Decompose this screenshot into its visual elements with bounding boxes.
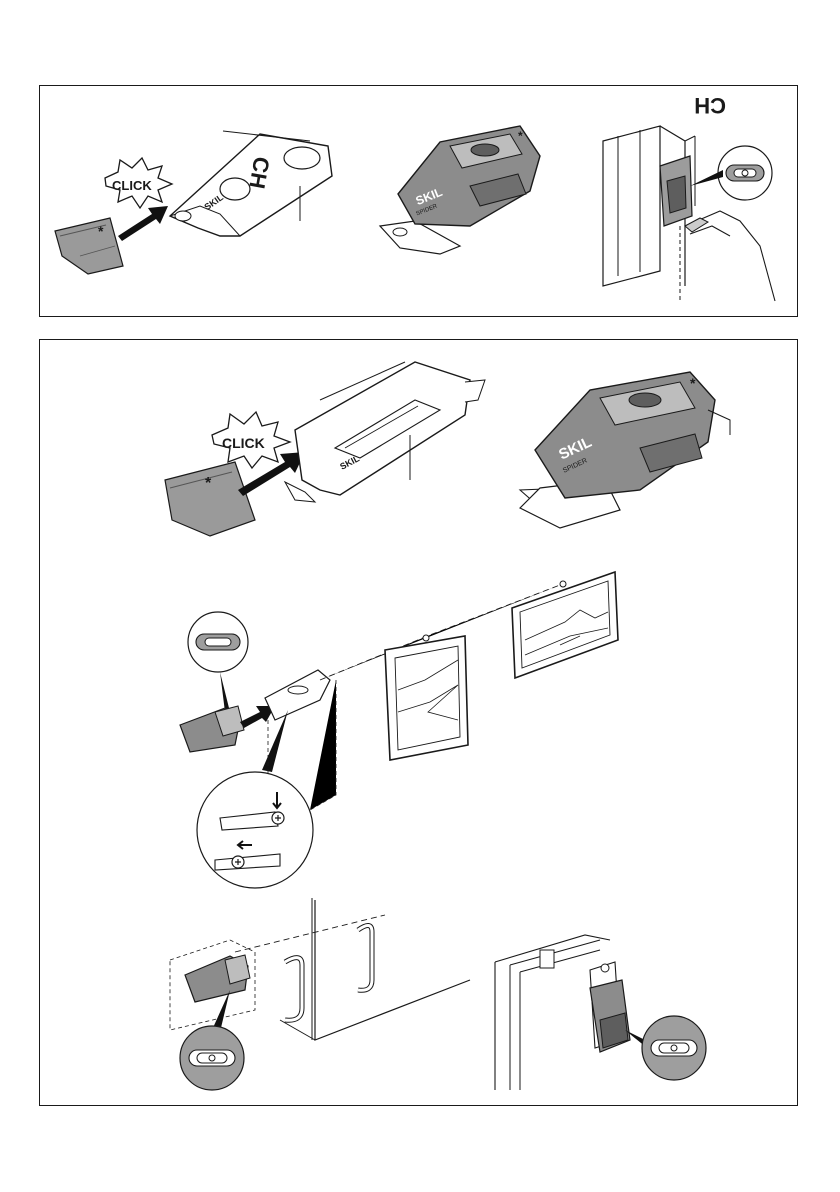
svg-text:*: * (690, 375, 696, 391)
mount-plate: CH SKIL (170, 131, 332, 236)
cabinet-handles-scene (170, 898, 470, 1090)
insert-arrow (118, 206, 168, 241)
door-vertical-scene (495, 935, 706, 1090)
assembled-tool: SKIL SPIDER * (380, 126, 540, 254)
click-label-b: CLICK (222, 435, 265, 451)
tool-tip-illustration: * (55, 218, 123, 274)
svg-text:*: * (98, 223, 104, 239)
svg-text:*: * (518, 129, 523, 143)
svg-text:*: * (205, 475, 212, 492)
ch-label-door: CH (694, 93, 726, 118)
picture-hanging-scene (180, 572, 618, 888)
figure-panel-b: * CLICK SKIL SKIL SPIDER * (39, 339, 798, 1106)
panel-a-illustration: * CLICK CH SKIL SKIL SPIDER * (40, 86, 797, 316)
door-frame-scene: CH (603, 93, 775, 301)
click-label: CLICK (112, 178, 152, 193)
click-burst-b: CLICK (212, 412, 290, 468)
panel-b-illustration: * CLICK SKIL SKIL SPIDER * (40, 340, 797, 1105)
figure-panel-a: * CLICK CH SKIL SKIL SPIDER * (39, 85, 798, 317)
assembled-tool-large: SKIL SPIDER * (520, 372, 730, 528)
mount-plate-large: SKIL (285, 362, 485, 502)
click-burst: CLICK (105, 158, 172, 208)
tool-tip-illustration-b: * (165, 462, 255, 536)
